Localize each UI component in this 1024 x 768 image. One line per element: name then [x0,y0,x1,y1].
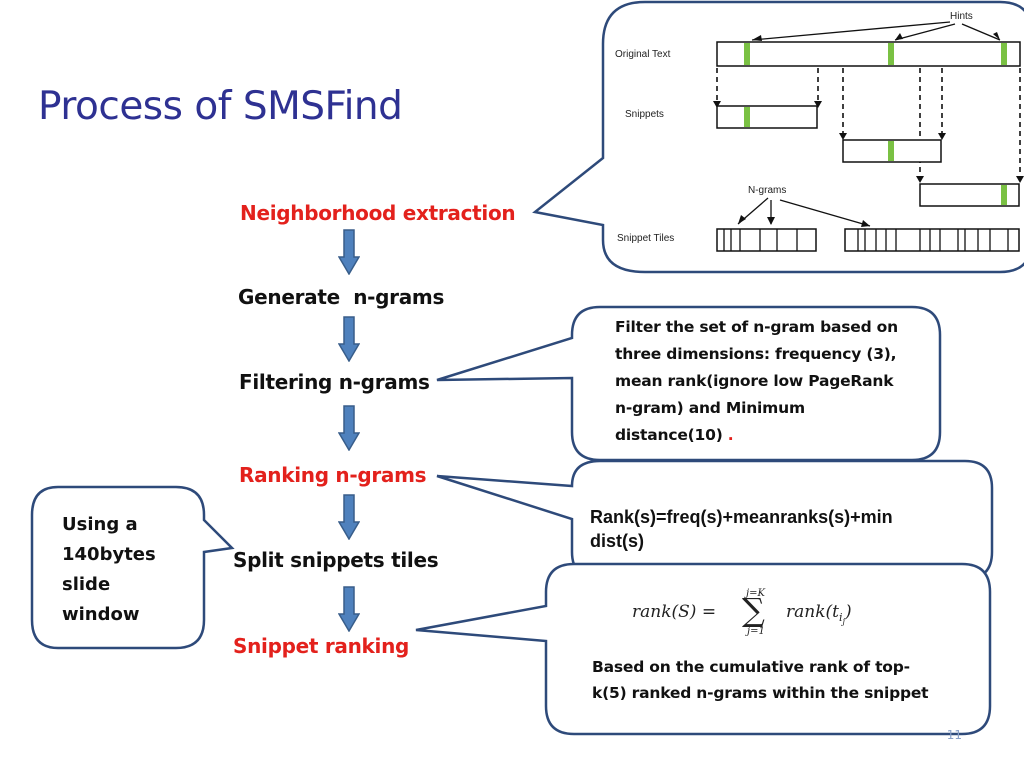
window-callout-bubble [30,485,235,650]
snippet-tiles-label: Snippet Tiles [617,233,675,244]
down-arrow-icon [338,586,360,632]
window-line: 140bytes [62,544,156,565]
down-arrow-icon [338,405,360,451]
step-generate-ngrams: Generate n-grams [238,285,445,309]
snippet-tiles-2 [844,228,1020,252]
formula-lhs: rank(S) = [632,602,717,622]
ngrams-label: N-grams [748,185,787,196]
down-arrow-icon [338,229,360,275]
snippet-callout-bubble [415,562,992,736]
down-arrow-icon [338,316,360,362]
rank-formula-line: Rank(s)=freq(s)+meanranks(s)+min [590,507,893,527]
process-figure [713,21,1024,252]
original-text-label: Original Text [615,49,671,60]
snippet-bar-3 [919,183,1020,207]
filter-line: three dimensions: frequency (3), [615,345,897,363]
formula-rhs-text: rank(t [786,602,839,622]
filter-line-last: distance(10) . [615,422,898,449]
hints-label: Hints [950,11,973,22]
step-neighborhood-extraction: Neighborhood extraction [240,201,516,225]
filter-line: Filter the set of n-gram based on [615,318,898,336]
page-number: 11 [946,728,962,742]
rank-formula-text: Rank(s)=freq(s)+meanranks(s)+min dist(s) [590,505,893,553]
figure-callout-bubble [532,0,1024,274]
step-snippet-ranking: Snippet ranking [233,634,410,658]
formula-sum-top: j=K [746,588,765,599]
formula-rhs: rank(tij) [786,602,852,627]
formula-sum-bottom: j=1 [747,626,765,637]
original-text-bar [716,41,1021,67]
formula-subsub: j [842,617,845,627]
step-split-snippets-tiles: Split snippets tiles [233,548,439,572]
snippet-callout-text: Based on the cumulative rank of top- k(5… [592,654,929,706]
window-callout-text: Using a 140bytes slide window [62,510,156,630]
snippet-tiles-1 [716,228,817,252]
window-line: slide [62,574,111,595]
filter-line: n-gram) and Minimum [615,399,805,417]
snippet-bar-1 [716,105,818,129]
slide-title: Process of SMSFind [38,84,403,129]
window-line: window [62,604,140,625]
filter-callout-text: Filter the set of n-gram based on three … [615,314,898,449]
down-arrow-icon [338,494,360,540]
snippet-line: k(5) ranked n-grams within the snippet [592,684,929,702]
step-ranking-ngrams: Ranking n-grams [239,463,427,487]
snippet-line: Based on the cumulative rank of top- [592,658,910,676]
window-line: Using a [62,514,138,535]
filter-line: mean rank(ignore low PageRank [615,372,894,390]
formula-sub: i [838,611,843,625]
step-filtering-ngrams: Filtering n-grams [239,370,430,394]
formula-close: ) [845,602,852,622]
filter-dot: . [727,426,734,444]
snippets-label: Snippets [625,109,664,120]
filter-line: distance(10) [615,426,728,444]
sigma-icon: ∑ [742,591,765,629]
rank-formula-line: dist(s) [590,531,644,551]
